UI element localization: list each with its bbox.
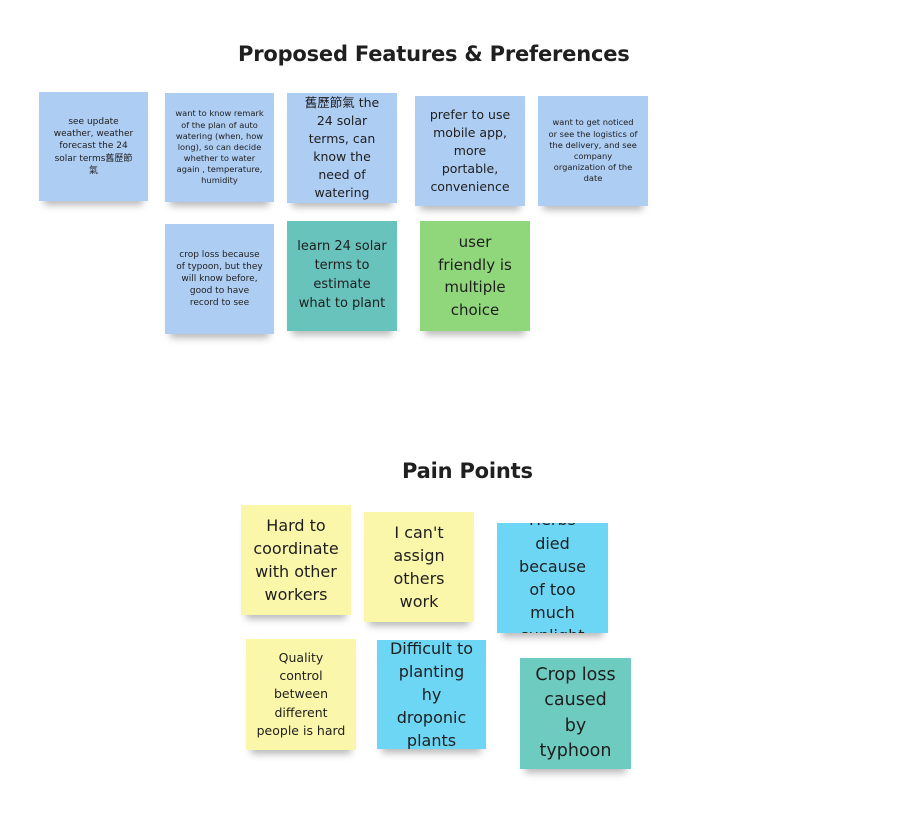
sticky-note[interactable]: Quality control between different people…: [246, 639, 356, 750]
sticky-note-text: 舊歷節氣 the 24 solar terms, can know the ne…: [304, 94, 380, 201]
sticky-note[interactable]: want to know remark of the plan of auto …: [165, 93, 274, 202]
sticky-note[interactable]: I can't assign others work: [364, 512, 474, 622]
sticky-note-text: learn 24 solar terms to estimate what to…: [297, 239, 387, 311]
sticky-note[interactable]: want to get noticed or see the logistics…: [538, 96, 648, 206]
sticky-note[interactable]: crop loss because of typoon, but they wi…: [165, 224, 274, 334]
sticky-note-text: I can't assign others work: [393, 522, 445, 612]
sticky-note-text: user friendly is multiple choice: [438, 233, 512, 319]
sticky-note[interactable]: Crop loss caused by typhoon: [520, 658, 631, 769]
sticky-note[interactable]: learn 24 solar terms to estimate what to…: [287, 221, 397, 331]
section-title-features: Proposed Features & Preferences: [238, 42, 630, 66]
sticky-note[interactable]: user friendly is multiple choice: [420, 221, 530, 331]
sticky-note[interactable]: Herbs died because of too much sunlight: [497, 523, 608, 633]
sticky-note-text: Crop loss caused by typhoon: [535, 664, 616, 761]
sticky-note[interactable]: prefer to use mobile app, more portable,…: [415, 96, 525, 206]
sticky-note-text: Difficult to planting hy droponic plants: [389, 640, 474, 749]
sticky-note[interactable]: Difficult to planting hy droponic plants: [377, 640, 486, 749]
sticky-note-text: crop loss because of typoon, but they wi…: [176, 249, 263, 309]
sticky-note-text: Herbs died because of too much sunlight: [519, 523, 586, 633]
sticky-note-text: want to get noticed or see the logistics…: [548, 117, 638, 184]
sticky-note[interactable]: 舊歷節氣 the 24 solar terms, can know the ne…: [287, 93, 397, 203]
sticky-note[interactable]: see update weather, weather forecast the…: [39, 92, 148, 201]
sticky-note-text: prefer to use mobile app, more portable,…: [429, 106, 511, 195]
sticky-note-text: want to know remark of the plan of auto …: [175, 108, 264, 186]
sticky-note-text: Quality control between different people…: [256, 650, 346, 738]
sticky-note-text: Hard to coordinate with other workers: [253, 515, 339, 605]
section-title-pain-points: Pain Points: [402, 459, 533, 483]
sticky-note-text: see update weather, weather forecast the…: [53, 117, 134, 176]
sticky-note[interactable]: Hard to coordinate with other workers: [241, 505, 351, 615]
